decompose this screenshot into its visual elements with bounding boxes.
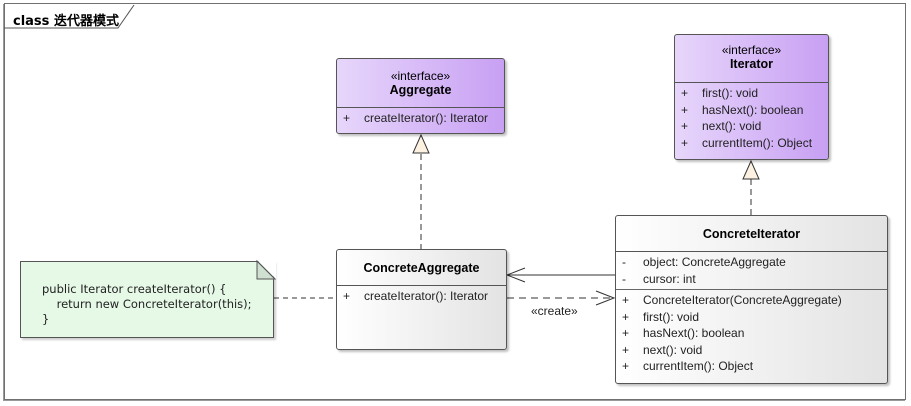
visibility: - [622,255,626,269]
frame-title: class 迭代器模式 [13,10,119,29]
operation: + next(): void [675,118,828,135]
visibility: + [681,86,689,100]
signature: first(): void [643,309,700,324]
attributes-section: - object: ConcreteAggregate - cursor: int [616,252,887,290]
signature: currentItem(): Object [643,359,754,373]
visibility: + [622,309,630,324]
visibility: + [681,119,689,133]
class-name: ConcreteAggregate [363,261,480,275]
visibility: + [343,289,351,303]
frame-name: 迭代器模式 [53,14,119,29]
signature: createIterator(): Iterator [364,111,489,125]
operations-section: + first(): void + hasNext(): boolean + next… [675,83,828,154]
signature: next(): void [702,119,762,133]
class-concrete-iterator[interactable]: ConcreteIterator - object: ConcreteAggreg… [615,215,888,384]
operations-section: + createIterator(): Iterator [337,108,504,130]
note-line: } [42,312,50,326]
create-stereotype-label: «create» [531,304,578,318]
signature: object: ConcreteAggregate [643,255,786,269]
class-header: ConcreteAggregate [337,250,506,286]
signature: hasNext(): boolean [643,326,745,340]
stereotype: «interface» [390,69,451,83]
signature: ConcreteIterator(ConcreteAggregate) [643,293,842,307]
operation: + createIterator(): Iterator [337,288,506,305]
class-name: ConcreteIterator [702,227,801,241]
class-header: «interface» Iterator [675,35,828,83]
operation: + currentItem(): Object [675,135,828,152]
signature: createIterator(): Iterator [364,289,489,303]
operation: + hasNext(): boolean [675,102,828,119]
operation: + next(): void [616,342,887,359]
signature: first(): void [702,86,759,100]
visibility: + [622,359,630,373]
operation: + first(): void [675,85,828,102]
class-aggregate[interactable]: «interface» Aggregate + createIterator()… [336,58,505,134]
operation: + createIterator(): Iterator [337,110,504,127]
frame-kind: class [13,14,50,29]
code-note[interactable]: public Iterator createIterator() { retur… [20,261,274,338]
visibility: - [622,271,626,286]
signature: hasNext(): boolean [702,102,804,117]
note-line: return new ConcreteIterator(this); [42,297,252,311]
visibility: + [622,342,630,357]
diagram-frame [4,3,906,400]
operation: + ConcreteIterator(ConcreteAggregate) [616,292,887,309]
signature: currentItem(): Object [702,135,813,150]
visibility: + [622,293,630,307]
stereotype: «interface» [721,43,782,57]
class-concrete-aggregate[interactable]: ConcreteAggregate + createIterator(): It… [336,249,507,350]
visibility: + [681,135,689,150]
signature: cursor: int [643,271,696,286]
signature: next(): void [643,342,703,357]
operation: + hasNext(): boolean [616,325,887,342]
operations-section: + ConcreteIterator(ConcreteAggregate) + fi… [616,290,887,378]
operation: + first(): void [616,309,887,326]
visibility: + [681,102,689,117]
note-line: public Iterator createIterator() { [42,282,227,296]
attribute: - object: ConcreteAggregate [616,254,887,271]
class-header: «interface» Aggregate [337,59,504,108]
class-name: Iterator [729,57,774,71]
class-name: Aggregate [389,83,452,97]
class-iterator[interactable]: «interface» Iterator + first(): void + has… [674,34,829,160]
visibility: + [622,326,630,340]
attribute: - cursor: int [616,271,887,288]
class-header: ConcreteIterator [616,216,887,252]
operation: + currentItem(): Object [616,358,887,375]
operations-section: + createIterator(): Iterator [337,286,506,308]
visibility: + [343,111,351,125]
